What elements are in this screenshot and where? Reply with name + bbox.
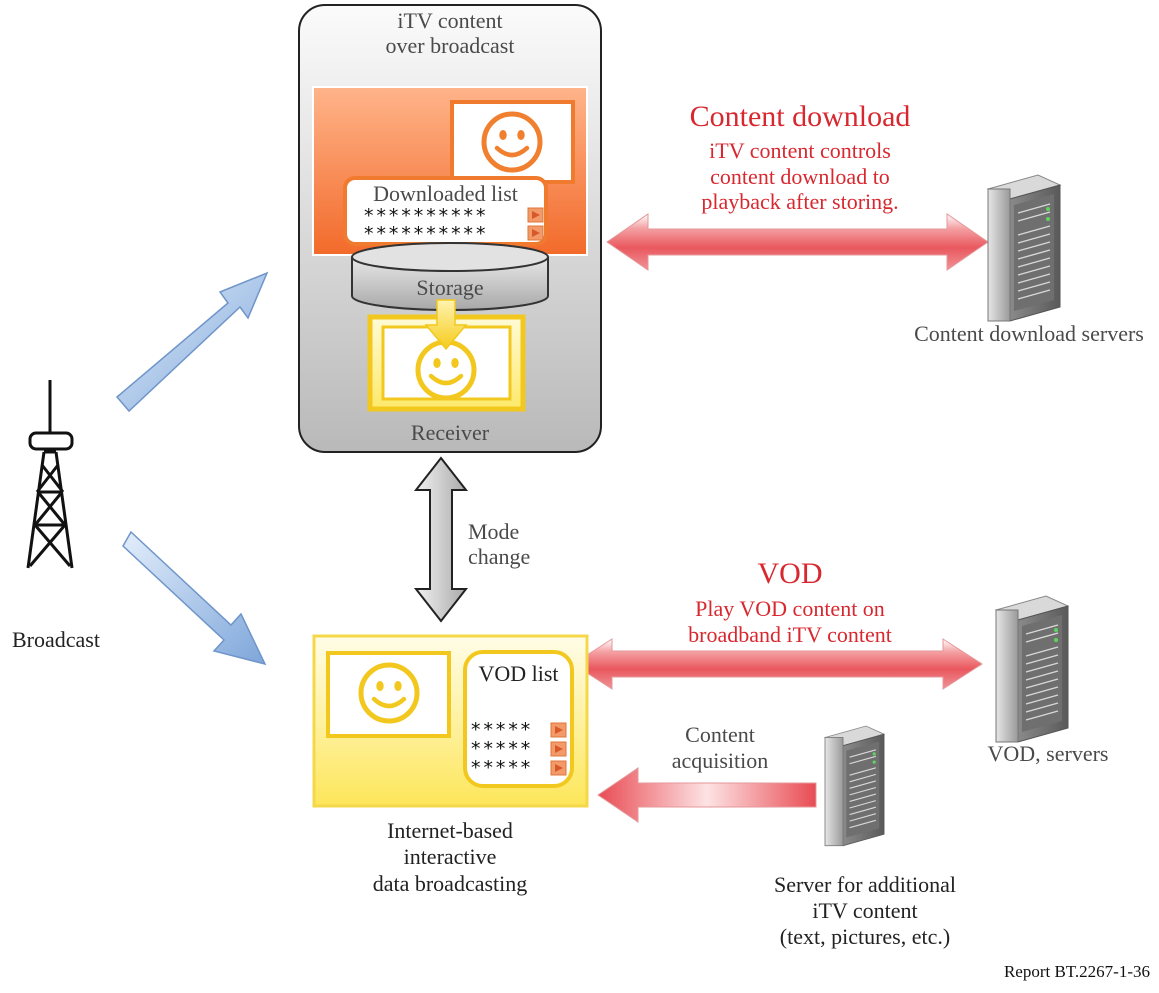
storage-label: Storage — [416, 275, 484, 300]
additional-server-line: Server for additional — [773, 872, 957, 897]
mode-change-line: Mode — [468, 519, 520, 544]
downloaded-list-label: Downloaded list — [373, 181, 518, 206]
vod-list-panel — [463, 650, 574, 788]
mode-change-label: Mode change — [468, 519, 530, 570]
vod-arrow — [572, 638, 983, 690]
content-download-desc-line: playback after storing. — [701, 189, 899, 215]
internet-caption-line: data broadcasting — [372, 870, 528, 896]
vod-server-icon — [995, 595, 1069, 743]
additional-server-line: iTV content — [812, 897, 918, 923]
broadcast-arrow-down — [122, 530, 267, 666]
additional-server-line: (text, pictures, etc.) — [779, 923, 951, 949]
mode-change-arrow — [413, 456, 469, 623]
content-download-desc-line: content download to — [710, 163, 890, 189]
additional-content-server-icon — [824, 725, 885, 847]
vod-list-row: ***** — [470, 757, 533, 779]
content-download-title: Content download — [689, 100, 911, 133]
internet-caption-line: interactive — [403, 844, 497, 870]
additional-server-label: Server for additional iTV content (text,… — [740, 872, 990, 950]
play-icon — [550, 760, 567, 776]
downloaded-list-row: ********** — [363, 205, 488, 227]
vod-description: Play VOD content on broadband iTV conten… — [640, 596, 940, 647]
content-download-description: iTV content controls content download to… — [640, 138, 960, 215]
content-download-server-icon — [987, 174, 1061, 322]
receiver-title-line: over broadcast — [385, 33, 515, 59]
content-download-arrow — [606, 213, 989, 271]
vod-title: VOD — [757, 557, 823, 590]
receiver-title: iTV content over broadcast — [300, 8, 600, 59]
content-download-server-label: Content download servers — [914, 321, 1144, 346]
broadcast-label: Broadcast — [12, 627, 100, 652]
receiver-label: Receiver — [410, 420, 490, 445]
content-download-desc-line: iTV content controls — [709, 138, 891, 163]
acquisition-line: acquisition — [671, 747, 769, 773]
internet-box-caption: Internet-based interactive data broadcas… — [300, 818, 600, 897]
play-icon — [527, 207, 544, 223]
vod-server-label: VOD, servers — [987, 741, 1109, 766]
downloaded-list-row: ********** — [363, 223, 488, 245]
mode-change-line: change — [468, 544, 531, 570]
acquisition-line: Content — [685, 722, 755, 747]
report-id: Report BT.2267-1-36 — [1003, 962, 1150, 981]
vod-desc-line: broadband iTV content — [688, 621, 892, 647]
acquisition-arrow — [597, 767, 817, 823]
vod-desc-line: Play VOD content on — [695, 596, 885, 621]
vod-list-label: VOD list — [478, 661, 559, 686]
receiver-title-line: iTV content — [397, 8, 503, 33]
play-icon — [550, 722, 567, 738]
internet-caption-line: Internet-based — [387, 818, 513, 843]
vod-list-row: ***** — [470, 738, 533, 760]
broadcast-tower-icon — [26, 380, 74, 569]
play-icon — [550, 741, 567, 757]
broadcast-arrow-up — [115, 271, 269, 413]
play-icon — [527, 225, 544, 241]
vod-list-row: ***** — [470, 719, 533, 741]
content-acquisition-label: Content acquisition — [630, 722, 810, 774]
download-arrow-icon — [424, 299, 468, 351]
